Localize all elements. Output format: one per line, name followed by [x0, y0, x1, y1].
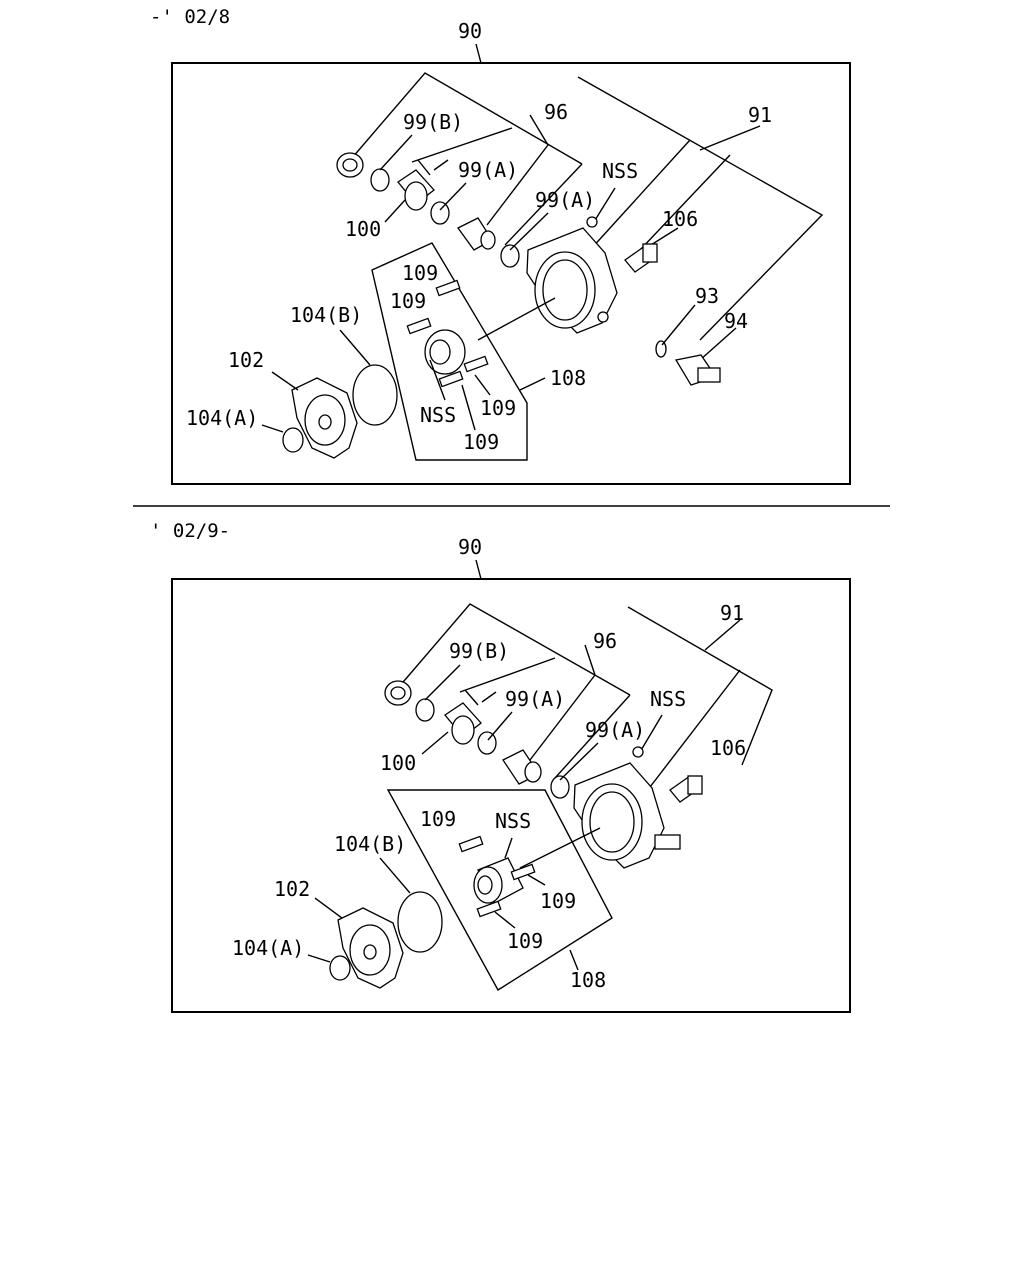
cover-plate-icon-bottom: [337, 907, 404, 989]
label-102-bottom: 102: [274, 877, 310, 901]
label-108-bottom: 108: [570, 968, 606, 992]
oring-icon-top-3: [500, 244, 520, 268]
rotor-icon-top: [424, 297, 556, 375]
label-109c-bottom: 109: [507, 929, 543, 953]
oring-icon-top-104a: [282, 427, 304, 453]
label-104a-top: 104(A): [186, 406, 258, 430]
nozzle-icon-top-94: [674, 354, 721, 386]
label-99b-top: 99(B): [403, 110, 463, 134]
oring-icon-bottom-1: [415, 698, 435, 722]
label-109b-bottom: 109: [540, 889, 576, 913]
washer-icon-top-93: [655, 340, 667, 358]
label-100-top: 100: [345, 217, 381, 241]
label-108-top: 108: [550, 366, 586, 390]
label-104a-bottom: 104(A): [232, 936, 304, 960]
housing-icon-top: [526, 227, 618, 334]
label-104b-top: 104(B): [290, 303, 362, 327]
nut-icon-top: [336, 152, 364, 178]
label-96-top: 96: [544, 100, 568, 124]
label-106-top: 106: [662, 207, 698, 231]
seal-ring-icon-bottom-104b: [397, 891, 443, 953]
label-99a2-bottom: 99(A): [585, 718, 645, 742]
label-104b-bottom: 104(B): [334, 832, 406, 856]
bolt-icon-bottom-106: [669, 775, 703, 803]
label-90-top: 90: [458, 19, 482, 43]
oring-icon-bottom-2: [477, 731, 497, 755]
oring-icon-bottom-3: [550, 775, 570, 799]
assembly-frame-bottom: [171, 578, 851, 1013]
label-93-top: 93: [695, 284, 719, 308]
label-nss1-bottom: NSS: [650, 687, 686, 711]
bracket-96-top: [351, 72, 583, 165]
oring-icon-top-2: [430, 201, 450, 225]
vane-icon-top-1: [435, 279, 461, 297]
label-106-bottom: 106: [710, 736, 746, 760]
label-94-top: 94: [724, 309, 748, 333]
label-109b-top: 109: [390, 289, 426, 313]
diagram-top: 90 96 99(B) 99(A) 99(A) 91 106 93 94 NSS…: [171, 19, 851, 485]
label-109d-top: 109: [463, 430, 499, 454]
oring-icon-bottom-104a: [329, 955, 351, 981]
bolt-icon-top-106: [624, 243, 658, 273]
label-nss2-top: NSS: [420, 403, 456, 427]
rotor-icon-bottom: [473, 827, 601, 904]
bracket-91-bottom: [627, 606, 773, 766]
label-91-top: 91: [748, 103, 772, 127]
bracket-96-bottom: [397, 603, 631, 696]
vane-icon-top-3: [463, 355, 489, 373]
housing-icon-bottom: [573, 762, 681, 869]
label-90-bottom: 90: [458, 535, 482, 559]
label-99a2-top: 99(A): [535, 188, 595, 212]
label-99a1-top: 99(A): [458, 158, 518, 182]
plunger-icon-top: [457, 217, 496, 251]
assembly-frame-top: [171, 62, 851, 485]
bracket-91-top: [577, 76, 824, 341]
vane-icon-bottom-1: [458, 835, 484, 853]
label-109c-top: 109: [480, 396, 516, 420]
vane-icon-top-4: [438, 370, 464, 388]
leader-90-top: [475, 43, 482, 64]
valve-sleeve-icon-top: [397, 159, 449, 211]
bracket-108-bottom: [386, 789, 613, 991]
label-109a-top: 109: [402, 261, 438, 285]
nut-icon-bottom: [384, 680, 412, 706]
label-nss1-top: NSS: [602, 159, 638, 183]
valve-sleeve-icon-bottom: [444, 689, 497, 745]
screw-icon-top-nss: [586, 216, 598, 228]
date-range-bottom: ' 02/9-: [150, 520, 231, 542]
diagram-bottom: 90 96 99(B) 99(A) 99(A) 91 106 NSS 100: [171, 535, 851, 1013]
label-109a-bottom: 109: [420, 807, 456, 831]
label-96-bottom: 96: [593, 629, 617, 653]
bracket-108-top: [371, 242, 528, 461]
label-91-bottom: 91: [720, 601, 744, 625]
seal-ring-icon-top-104b: [352, 364, 398, 426]
leader-90-bottom: [475, 559, 482, 580]
vane-icon-top-2: [406, 317, 432, 335]
screw-icon-bottom-nss: [632, 746, 644, 758]
plunger-icon-bottom: [502, 749, 542, 785]
cover-plate-icon-top: [291, 377, 358, 459]
vane-icon-bottom-3: [476, 900, 502, 918]
label-nss2-bottom: NSS: [495, 809, 531, 833]
label-99a1-bottom: 99(A): [505, 687, 565, 711]
date-range-top: -' 02/8: [150, 6, 231, 28]
oring-icon-top-1: [370, 168, 390, 192]
vane-icon-bottom-2: [510, 863, 536, 881]
label-99b-bottom: 99(B): [449, 639, 509, 663]
label-102-top: 102: [228, 348, 264, 372]
label-100-bottom: 100: [380, 751, 416, 775]
